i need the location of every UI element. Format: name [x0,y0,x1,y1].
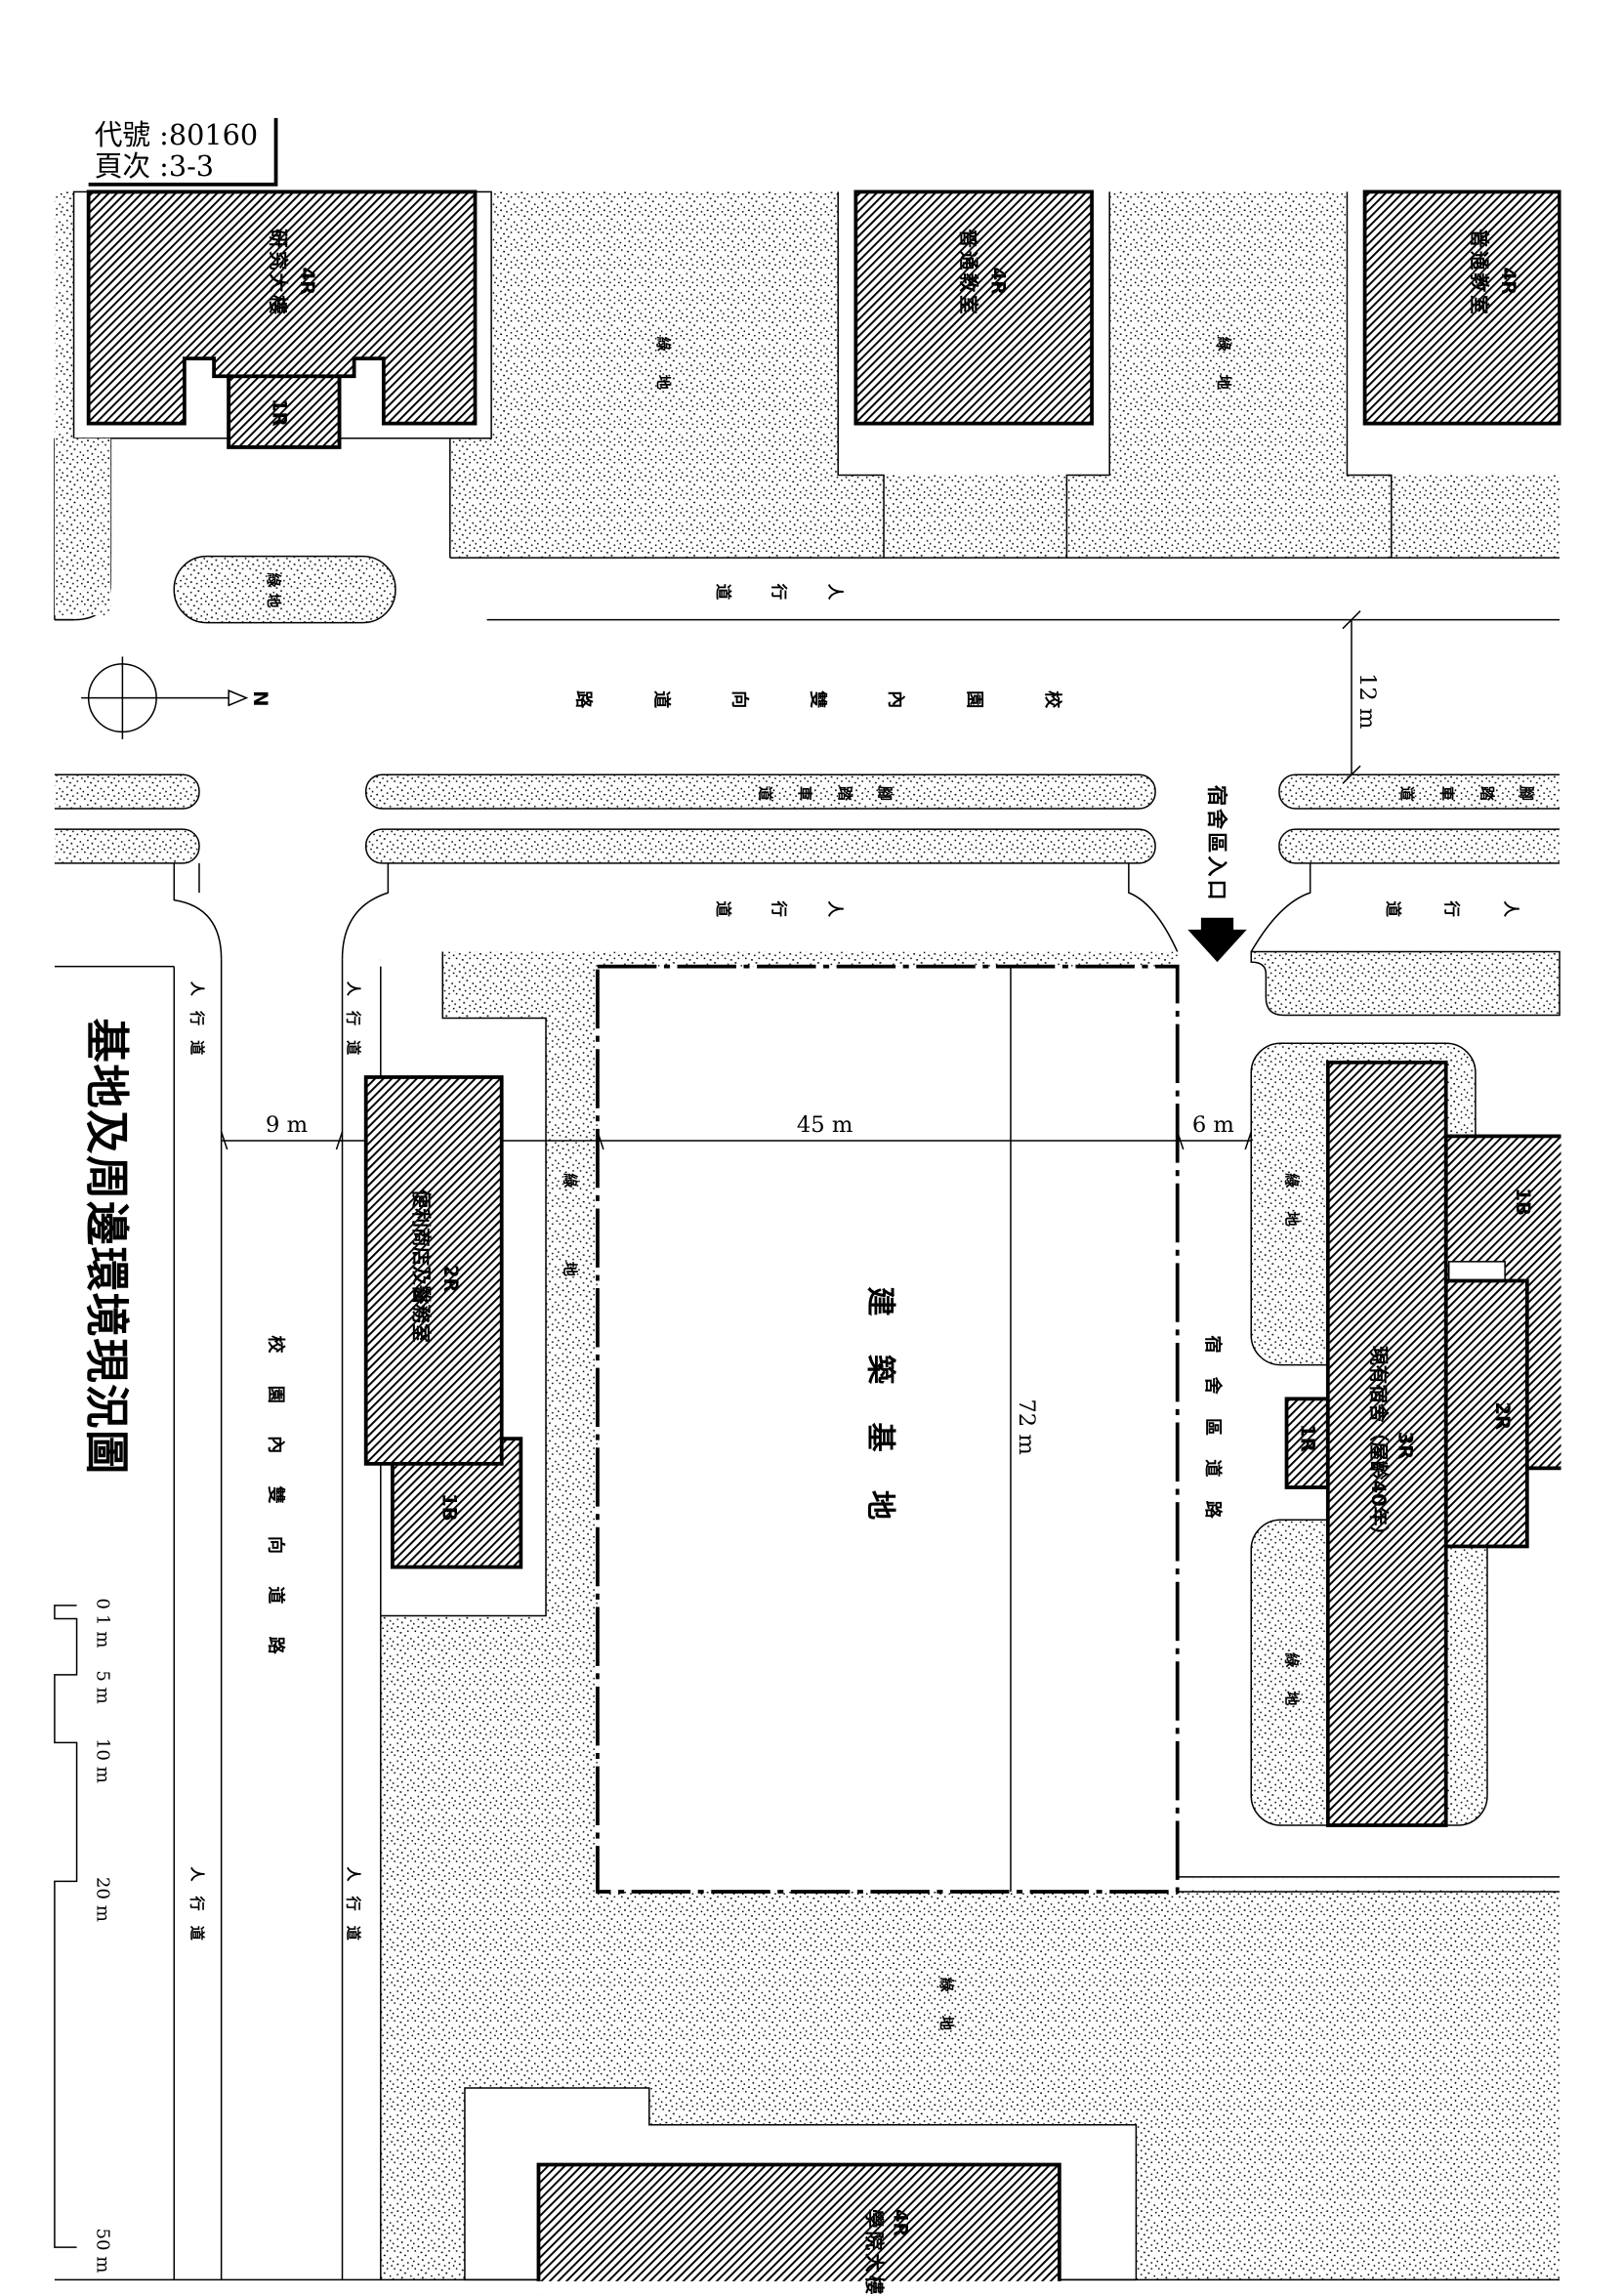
bike-lane-label-east: 腳踏車道 [1375,783,1534,801]
width-dimension-line [220,1131,1252,1150]
store-basement-floors: 1B [437,1493,460,1522]
scale-label: 5 m [93,1670,113,1703]
median [364,773,1156,810]
scale-label: 10 m [93,1738,113,1783]
median [1278,828,1591,864]
green-label: 綠地 [1215,337,1232,414]
dimension-labels: 9 m 45 m 6 m 72 m [266,1112,1234,1455]
median [364,828,1156,864]
classroom-1-name: 普通教室 [957,229,979,317]
sidewalk-label-north: 人行道 [676,581,845,601]
area-labels: 綠地 綠地 綠地 綠地 綠地 綠地 綠地 人行道 人行道 人行道 人行道 [187,337,1300,2055]
research-annex-building [227,374,342,449]
road-labels: 人行道 人行道 人行道 校園內雙向道路 腳踏車道 腳踏車道 [515,581,1534,918]
store-yard-edge [380,951,547,1617]
scale-label: 50 m [93,2228,113,2273]
college-floors: 4R [890,2209,912,2237]
west-road-label: 校園內雙向道路 [265,1335,286,1687]
green-label: 綠地 [562,1173,579,1350]
college-name: 學院大樓 [862,2209,885,2296]
scale-label: 1 m [93,1614,113,1648]
page-number: 頁次 :3-3 [95,149,214,183]
classroom-1-yard-edge [837,191,1110,559]
north-arrow-icon: N [81,656,271,739]
dorm-road-label: 宿舍區道路 [1202,1335,1224,1541]
green-strip-west [54,438,111,616]
building-labels: 4R 研究大樓 1R 4R 普通教室 4R 普通教室 2R 便利商店及醫務室 1… [267,229,1534,2296]
classroom-2-floors: 4R [1497,267,1519,295]
green-island [173,555,396,624]
research-floors: 4R [296,267,318,295]
west-road-lines [54,959,1561,2281]
sidewalk-label: 人行道 [187,981,205,1070]
store-yard-corner [380,951,443,1026]
median [28,828,200,864]
frame-mask [0,767,55,871]
research-name: 研究大樓 [267,229,289,317]
green-label: 綠地 [1283,1173,1301,1250]
entrance-arrow-icon [1187,917,1247,963]
dorm-road-dimension: 6 m [1192,1112,1234,1138]
green-label: 綠地 [265,572,282,613]
sidewalk-label: 人行道 [345,1866,362,1955]
sidewalk-label: 人行道 [187,1866,205,1955]
classroom-building-2 [1362,189,1561,426]
frame-mask [1561,177,1623,2296]
scale-bar-line [54,1605,78,2248]
sidewalk-edge [54,557,1561,621]
green-label: 綠地 [654,337,672,414]
store-building [363,1075,504,1466]
drawing-code: 代號 :80160 [95,118,258,151]
research-annex-floors: 1R [269,398,291,427]
page-title: 基地及周邊環境現況圖 [81,1019,133,1476]
store-floors: 2R [439,1265,462,1293]
green-label: 綠地 [937,1978,955,2055]
dorm-wing-building [1443,1278,1529,1549]
classroom-1-floors: 4R [986,267,1009,295]
sidewalk-label: 人行道 [345,981,362,1070]
site-label: 建築基地 [862,1287,897,1559]
median [28,773,200,810]
dorm-basement-floors: 1B [1512,1188,1534,1216]
dorm-entrance-label: 宿舍區入口 [1205,785,1229,903]
west-road-dimension: 9 m [266,1112,308,1138]
classroom-building-1 [853,189,1094,426]
main-road [54,558,1561,967]
building-site [596,964,1180,1894]
main-labels: 建築基地 宿舍區道路 校園內雙向道路 基地及周邊環境現況圖 [81,1019,1224,1687]
scale-bar: 0 1 m 5 m 10 m 20 m 50 m [54,1598,113,2274]
site-length-dimension: 72 m [1014,1398,1039,1455]
classroom-2-yard-edge [1346,191,1393,559]
green-strip-dorm [1250,950,1561,1017]
sidewalk-label-east: 人行道 [1343,898,1520,918]
dorm-connector [1447,1261,1506,1282]
north-label: N [249,690,271,706]
curbs [173,862,1311,960]
green-label: 綠地 [1283,1652,1301,1730]
site-width-dimension: 45 m [797,1112,853,1138]
scale-label: 20 m [93,1877,113,1922]
frame-mask [0,2280,1623,2296]
dorm-wing-floors: 2R [1491,1401,1514,1430]
dorm-building [1325,1060,1448,1827]
code-box-border [88,117,278,187]
college-building [536,2162,1061,2296]
dorm-floors: 3R [1394,1432,1416,1460]
bike-lane-label: 腳踏車道 [733,783,893,801]
south-path-edge [1177,1876,1561,1893]
scale-label: 0 [93,1598,113,1609]
south-path [1177,1878,1561,1891]
classroom-2-name: 普通教室 [1468,229,1490,317]
road-width-dimension [1342,609,1361,784]
sidewalk-label-south: 人行道 [676,898,845,918]
dorm-annex-floors: 1R [1297,1424,1319,1452]
road-width-label: 12 m [1354,673,1380,730]
dorm-name: 現有宿舍（屋齡40年） [1367,1346,1390,1545]
campus-road-label: 校園內雙向道路 [515,688,1063,708]
store-name: 便利商店及醫務室 [410,1190,433,1343]
drawing-code-box: 代號 :80160 頁次 :3-3 [88,117,278,187]
